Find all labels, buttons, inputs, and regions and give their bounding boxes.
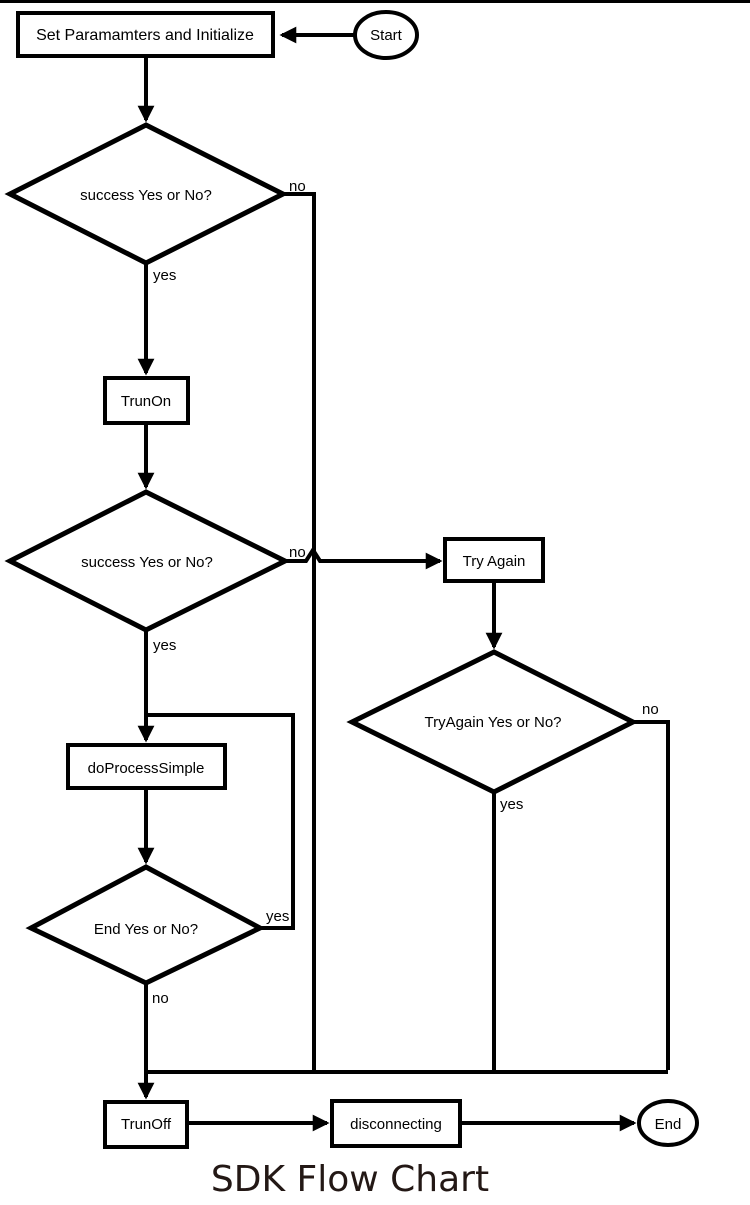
disconnecting-node [330,1099,462,1148]
trunon-node-label: TrunOn [121,393,171,410]
decision2-yes-label: yes [153,637,176,654]
decision1-no-label: no [289,178,306,195]
trunoff-node-label: TrunOff [121,1116,172,1133]
decision4-label: End Yes or No? [94,921,198,938]
doprocess-node [66,743,227,790]
decision1-yes-label: yes [153,267,176,284]
disconnecting-node-label: disconnecting [350,1116,442,1133]
decision1-diamond [4,122,289,266]
trunon-node [103,376,190,425]
decision2-label: success Yes or No? [81,554,213,571]
chart-title: SDK Flow Chart [211,1159,489,1200]
top-border-line [0,0,750,3]
decision2-no-label: no [289,544,306,561]
edge-decision1-no-line [283,192,316,1070]
tryagain-node [443,537,545,583]
end-node-label: End [655,1116,682,1133]
trunoff-node [103,1100,189,1149]
start-node-label: Start [370,27,403,44]
tryagain-node-label: Try Again [463,553,526,570]
decision3-no-label: no [642,701,659,718]
edge-decision2-no-to-tryagain [285,546,443,570]
decision4-yes-label: yes [266,908,289,925]
decision2-diamond [4,489,291,633]
decision3-yes-label: yes [500,796,523,813]
decision3-diamond [346,649,639,795]
set-params-node-label: Set Paramamters and Initialize [36,27,254,44]
decision1-label: success Yes or No? [80,187,212,204]
end-node [637,1099,699,1147]
decision3-label: TryAgain Yes or No? [424,714,561,731]
decision4-diamond [25,864,266,986]
set-params-node [16,11,275,58]
doprocess-node-label: doProcessSimple [88,760,205,777]
edge-decision3-no-line [633,720,670,1070]
start-node [353,10,419,60]
edge-decision4-yes-loop [146,713,295,930]
decision4-no-label: no [152,990,169,1007]
